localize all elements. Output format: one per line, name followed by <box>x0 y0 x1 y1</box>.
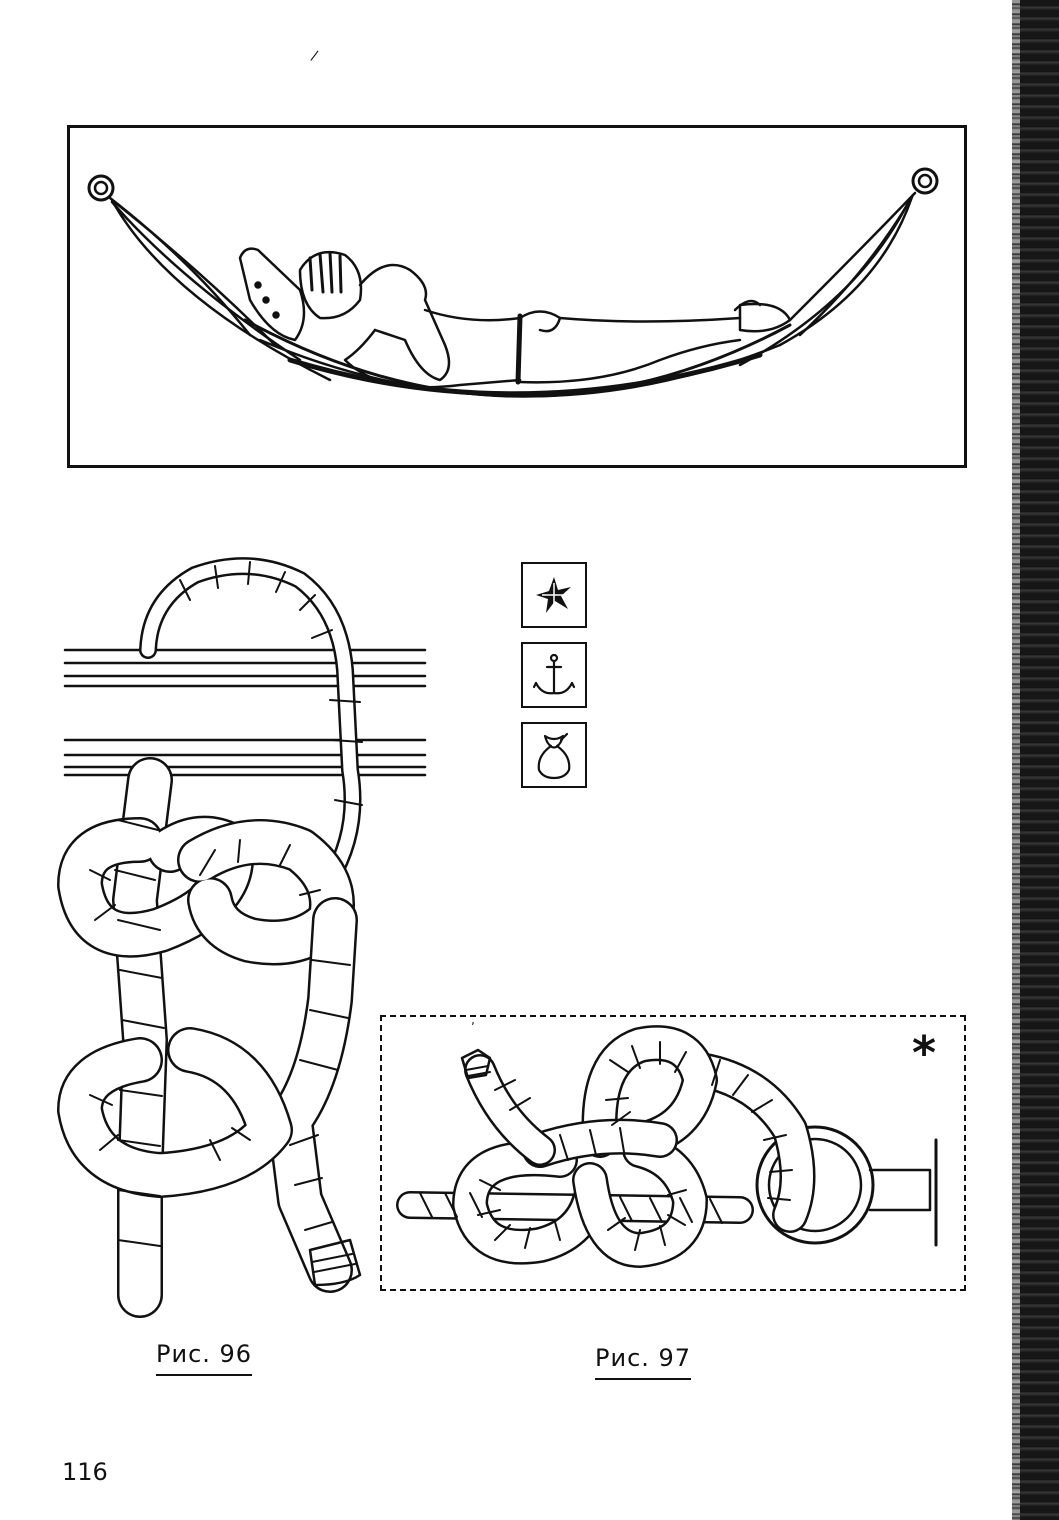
stray-mark-2: ʼ <box>471 1020 475 1034</box>
compass-star-icon <box>536 577 571 613</box>
figure-96-caption: Рис. 96 <box>156 1340 253 1376</box>
page-edge <box>1012 0 1059 1520</box>
figure-97-frame <box>380 1015 966 1291</box>
legend-sack <box>521 722 587 788</box>
page-number: 116 <box>62 1458 108 1486</box>
sack-icon <box>537 732 571 780</box>
legend-compass-star <box>521 562 587 628</box>
figure-97-caption: Рис. 97 <box>595 1344 692 1380</box>
figure-97-marker: * <box>912 1026 937 1080</box>
anchor-icon <box>532 653 576 695</box>
hammock-frame <box>67 125 967 468</box>
legend-anchor <box>521 642 587 708</box>
